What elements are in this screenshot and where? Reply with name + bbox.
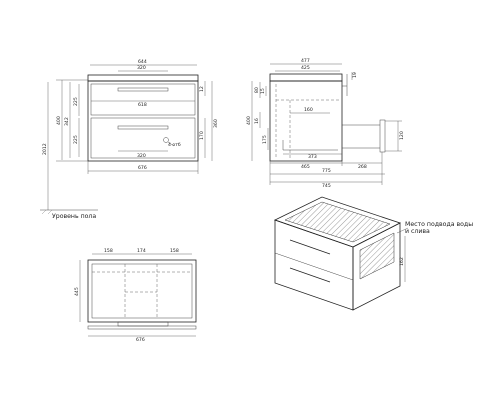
front-dim-2012: 2012: [42, 143, 48, 155]
side-dim-373: 373: [308, 154, 317, 160]
iso-dim-162: 162: [399, 257, 405, 266]
iso-upper-handle: [289, 239, 331, 255]
front-dim-644: 644: [138, 59, 147, 65]
iso-basin: [284, 201, 391, 243]
side-dim-775: 775: [322, 168, 331, 174]
front-dim-342: 342: [64, 117, 70, 126]
side-cabinet-body: [269, 80, 343, 162]
side-dim-268: 268: [358, 164, 367, 170]
front-dim-618: 618: [138, 102, 147, 108]
top-dim-158-right: 158: [170, 248, 179, 254]
side-dim-19: 19: [352, 72, 358, 78]
side-dim-477: 477: [301, 58, 310, 64]
front-dim-12: 12: [199, 86, 205, 92]
top-dim-445: 445: [74, 287, 80, 296]
front-top-plate: [87, 74, 199, 82]
side-view: 477 425 160 373 465 268 775 745 400 80 1…: [246, 58, 405, 189]
side-top-plate: [269, 73, 343, 82]
top-view: 158 174 158 676 445: [74, 248, 197, 343]
front-dim-225-upper: 225: [73, 97, 79, 106]
front-cabinet-body: [87, 80, 199, 162]
side-dim-80: 80: [254, 87, 260, 93]
front-upper-handle: [117, 87, 169, 92]
side-dim-425: 425: [301, 65, 310, 71]
top-inner-outline: [91, 263, 193, 319]
front-hole-icon: [163, 137, 169, 143]
front-dim-360: 360: [213, 119, 219, 128]
top-dim-158-left: 158: [104, 248, 113, 254]
side-dim-400: 400: [246, 116, 252, 125]
side-dim-745: 745: [322, 183, 331, 189]
front-hole-label: 4 отб: [168, 142, 181, 148]
front-dim-320-top: 320: [137, 65, 146, 71]
iso-side-face: [352, 222, 401, 311]
top-dim-676: 676: [136, 337, 145, 343]
iso-note-line-2: и слива: [405, 228, 430, 235]
front-dim-676: 676: [138, 165, 147, 171]
top-front-edge: [87, 325, 197, 330]
front-dim-320-bottom: 320: [137, 153, 146, 159]
floor-label: Уровень пола: [52, 213, 96, 220]
top-cabinet-outline: [87, 259, 197, 323]
iso-back-cutout: [359, 232, 395, 280]
side-dim-16: 16: [254, 118, 260, 124]
front-lower-handle: [117, 125, 169, 130]
floor-level: Уровень пола: [40, 209, 98, 220]
side-dim-175: 175: [262, 135, 268, 144]
side-dim-160: 160: [304, 107, 313, 113]
side-dim-465: 465: [301, 164, 310, 170]
front-dim-170: 170: [199, 131, 205, 140]
front-dim-400: 400: [56, 116, 62, 125]
front-dim-225-lower: 225: [73, 135, 79, 144]
iso-note: Место подвода воды: [405, 221, 473, 228]
iso-lower-handle: [289, 267, 331, 283]
side-drawer-front: [379, 119, 386, 153]
side-dim-120: 120: [399, 131, 405, 140]
front-view: 4 отб 644 320 618 320 676 400 342 225 22…: [42, 59, 219, 210]
top-handle: [117, 321, 169, 327]
front-upper-drawer: [90, 83, 196, 116]
top-dim-174: 174: [137, 248, 146, 254]
side-dim-15: 15: [260, 88, 266, 94]
front-lower-drawer: [90, 117, 196, 159]
